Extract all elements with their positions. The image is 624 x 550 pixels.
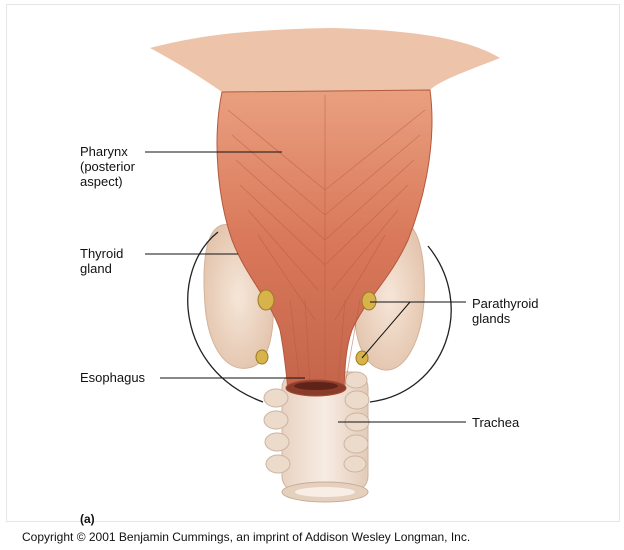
label-trachea: Trachea — [472, 415, 519, 430]
label-esophagus: Esophagus — [80, 370, 145, 385]
panel-letter: (a) — [80, 512, 95, 526]
label-thyroid-gland: Thyroid gland — [80, 246, 123, 276]
copyright-caption: Copyright © 2001 Benjamin Cummings, an i… — [22, 530, 622, 544]
label-pharynx: Pharynx (posterior aspect) — [80, 144, 135, 189]
pharynx-top-fan — [150, 28, 500, 92]
label-parathyroid-glands: Parathyroid glands — [472, 296, 538, 326]
